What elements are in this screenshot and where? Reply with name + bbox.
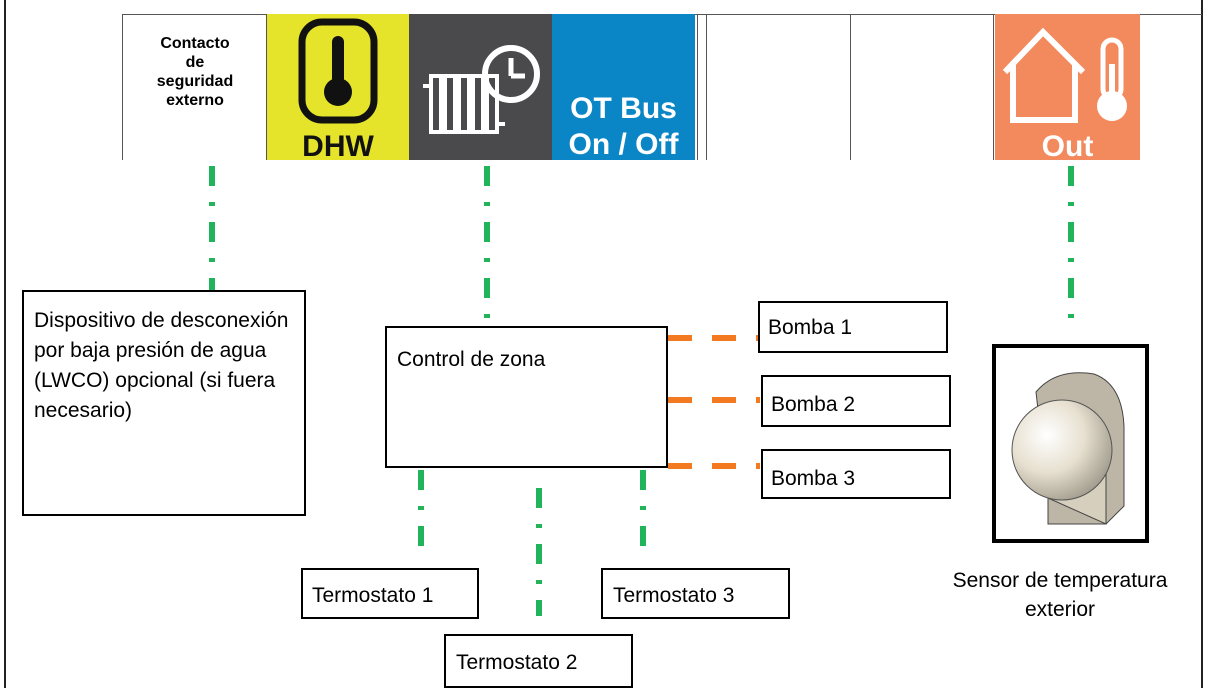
pump-2-label: Bomba 2 [771,393,856,416]
pump-3-box: Bomba 3 [761,449,951,499]
outdoor-sensor-label: Sensor de temperatura exterior [952,569,1168,621]
terminal-outdoor: Out [995,14,1140,163]
terminal-divider [706,14,707,160]
thermostat-1-box: Termostato 1 [301,568,479,619]
terminal-dhw: DHW [267,14,409,163]
outdoor-sensor-dome [1011,372,1125,525]
terminal-divider [697,14,698,160]
terminal-divider [266,14,267,160]
thermostat-1-label: Termostato 1 [312,584,434,607]
thermostat-2-box: Termostato 2 [444,634,633,688]
terminal-divider [122,14,123,160]
pump-1-box: Bomba 1 [758,301,948,353]
ot-bus-label: OT Bus [570,92,677,125]
outdoor-sensor-box [992,344,1149,543]
house-thermometer-icon [1002,27,1127,123]
pump-2-box: Bomba 2 [761,375,951,427]
zone-control-box: Control de zona [385,326,668,468]
thermometer-icon [298,18,378,124]
terminal-divider [993,14,994,160]
frame-right-border [1201,0,1203,688]
safety-contact-label: Contacto de seguridad externo [156,35,234,109]
thermostat-3-box: Termostato 3 [601,568,790,619]
lwco-text: Dispositivo de desconexión por baja pres… [34,309,289,422]
thermostat-2-label: Termostato 2 [456,651,578,674]
terminal-divider [850,14,851,160]
terminal-ot-bus: OT Bus On / Off [552,14,695,161]
frame-left-border [4,0,6,688]
pump-1-label: Bomba 1 [768,316,853,339]
terminal-heating [409,14,552,160]
pump-3-label: Bomba 3 [771,467,856,490]
thermostat-3-label: Termostato 3 [613,584,735,607]
on-off-label: On / Off [568,128,679,161]
out-label: Out [1041,130,1094,163]
radiator-clock-icon [423,45,540,134]
zone-control-label: Control de zona [397,348,546,371]
lwco-device-box: Dispositivo de desconexión por baja pres… [22,290,306,516]
dhw-label: DHW [302,130,374,163]
